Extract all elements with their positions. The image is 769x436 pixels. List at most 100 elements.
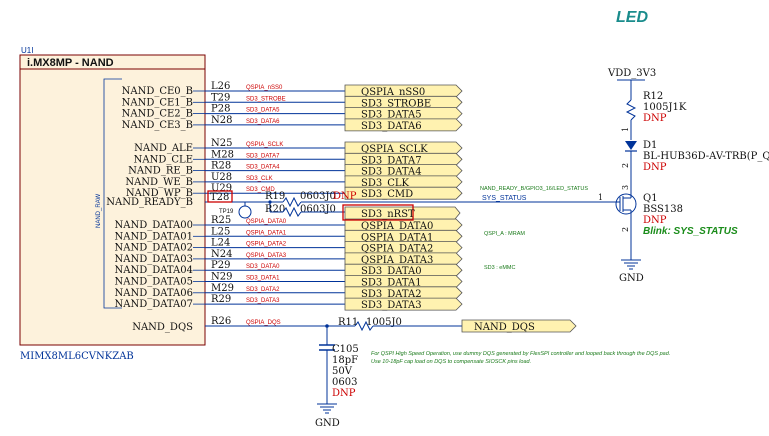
r19-ref: R19: [265, 191, 285, 202]
port-label-nand-data07: SD3_DATA3: [361, 300, 422, 311]
c105-voltage: 50V: [332, 366, 353, 377]
r20-value: 0603J0: [300, 204, 336, 215]
r12-value: 1005J1K: [643, 102, 687, 113]
net-label-nand-data00: QSPIA_DATA0: [246, 219, 287, 225]
ball-nand-data07: R29: [211, 294, 231, 305]
pin-name-nand-wp-b: NAND_WP_B: [126, 188, 193, 199]
ball-nand-data05: N29: [211, 272, 232, 283]
pin-name-nand-data04: NAND_DATA04: [114, 265, 193, 276]
ball-nand-ale: N25: [211, 138, 232, 149]
pin-name-nand-data07: NAND_DATA07: [114, 299, 193, 310]
sys-status-net: SYS_STATUS: [482, 195, 527, 202]
ball-nand-ce3-b: N28: [211, 115, 232, 126]
d1-value: BL-HUB36D-AV-TRB(P_Q): [643, 151, 769, 162]
port-label-nand-we-b: SD3_CLK: [361, 178, 410, 189]
net-label-nand-ce2-b: SD3_DATA5: [246, 108, 280, 114]
sd3-nrst-label: SD3_nRST: [361, 209, 415, 220]
port-label-nand-data02: QSPIA_DATA2: [361, 244, 433, 255]
sd3-note: SD3 : eMMC: [484, 265, 516, 271]
nand-dqs-port: [461, 319, 577, 333]
port-nand-data02: [344, 241, 463, 255]
port-nand-data04: [344, 263, 463, 277]
pin-name-ready: NAND_READY_B: [106, 197, 193, 208]
gnd-label-q1: GND: [619, 273, 644, 284]
net-label-nand-we-b: SD3_CLK: [246, 176, 273, 182]
q1-pin3: 3: [621, 185, 630, 190]
ball-nand-ce2-b: P28: [211, 104, 230, 115]
vdd-label: VDD_3V3: [607, 68, 656, 79]
port-label-nand-ce1-b: SD3_STROBE: [361, 98, 431, 109]
nand-dqs-port-label: NAND_DQS: [474, 322, 535, 333]
ball-nand-data02: L24: [211, 238, 230, 249]
r20-body: [282, 206, 302, 218]
c105-size: 0603: [332, 377, 357, 388]
port-label-nand-re-b: SD3_DATA4: [361, 167, 422, 178]
net-label-nand-wp-b: SD3_CMD: [246, 187, 275, 193]
net-label-nand-data05: SD3_DATA1: [246, 276, 280, 282]
port-nand-ce3-b: [344, 118, 463, 132]
blink-note: Blink: SYS_STATUS: [643, 226, 738, 237]
r19-body: [282, 196, 302, 208]
port-nand-wp-b: [344, 186, 463, 200]
d1-pin2: 2: [621, 163, 630, 168]
net-dqs: QSPIA_DQS: [246, 320, 281, 326]
net-label-nand-ale: QSPIA_SCLK: [246, 142, 283, 148]
chip-body: [19, 54, 206, 346]
port-nand-ale: [344, 141, 463, 155]
port-nand-ce0-b: [344, 84, 463, 98]
net-label-nand-data03: QSPIA_DATA3: [246, 253, 287, 259]
ball-nand-we-b: U28: [211, 172, 232, 183]
net-label-nand-data07: SD3_DATA3: [246, 298, 280, 304]
c105-value: 18pF: [332, 355, 358, 366]
ball-nand-cle: M28: [211, 149, 234, 160]
diagram-title: LED: [616, 9, 648, 26]
bus-group-bracket: [103, 78, 122, 309]
tp19-pad: [238, 205, 252, 219]
pin-name-nand-data06: NAND_DATA06: [114, 288, 193, 299]
gnd-symbol-c105: [317, 403, 337, 414]
port-nand-re-b: [344, 164, 463, 178]
r11-ref: R11: [338, 317, 358, 328]
d1-pin1: 1: [621, 127, 630, 132]
q1-ref: Q1: [643, 193, 658, 204]
dqs-note-line1: For QSPI High Speed Operation, use dummy…: [371, 351, 670, 357]
d1-ref: D1: [643, 140, 657, 151]
port-nand-ce1-b: [344, 95, 463, 109]
r20-ref: R20: [265, 204, 285, 215]
chip-part-number: MIMX8ML6CVNKZAB: [20, 351, 134, 362]
ball-ready-highlight: [207, 190, 233, 203]
ball-nand-re-b: R28: [211, 161, 231, 172]
c105-dnp: DNP: [332, 388, 356, 399]
r11-body: [354, 320, 374, 332]
r12-dnp: DNP: [643, 113, 667, 124]
qspi-note: QSPI_A : MRAM: [484, 231, 525, 237]
sd3-nrst-port: [344, 206, 461, 220]
d1-led-icon: [625, 141, 637, 150]
net-label-nand-cle: SD3_DATA7: [246, 153, 280, 159]
port-nand-data01: [344, 229, 463, 243]
port-label-nand-data04: SD3_DATA0: [361, 266, 422, 277]
q1-pin1: 1: [598, 193, 603, 202]
net-label-nand-data01: QSPIA_DATA1: [246, 230, 287, 236]
port-nand-cle: [344, 152, 463, 166]
pin-name-nand-ce3-b: NAND_CE3_B: [122, 120, 193, 131]
ball-nand-data03: N24: [211, 249, 232, 260]
r12-body: [625, 99, 637, 121]
q1-value: BSS138: [643, 204, 683, 215]
q1-pin2: 2: [621, 227, 630, 232]
port-nand-data06: [344, 286, 463, 300]
ball-ready: T28: [210, 192, 229, 203]
pin-name-nand-ce1-b: NAND_CE1_B: [122, 97, 193, 108]
r19-value: 0603J0: [300, 191, 336, 202]
port-nand-we-b: [344, 175, 463, 189]
pin-name-nand-ale: NAND_ALE: [134, 143, 193, 154]
ball-nand-data00: R25: [211, 215, 231, 226]
pin-name-nand-data01: NAND_DATA01: [114, 231, 193, 242]
net-label-nand-re-b: SD3_DATA4: [246, 165, 280, 171]
ball-dqs: R26: [211, 316, 231, 327]
ball-nand-data06: M29: [211, 283, 234, 294]
d1-dnp: DNP: [643, 162, 667, 173]
r19-dnp: DNP: [333, 191, 357, 202]
pin-name-nand-ce2-b: NAND_CE2_B: [122, 109, 193, 120]
